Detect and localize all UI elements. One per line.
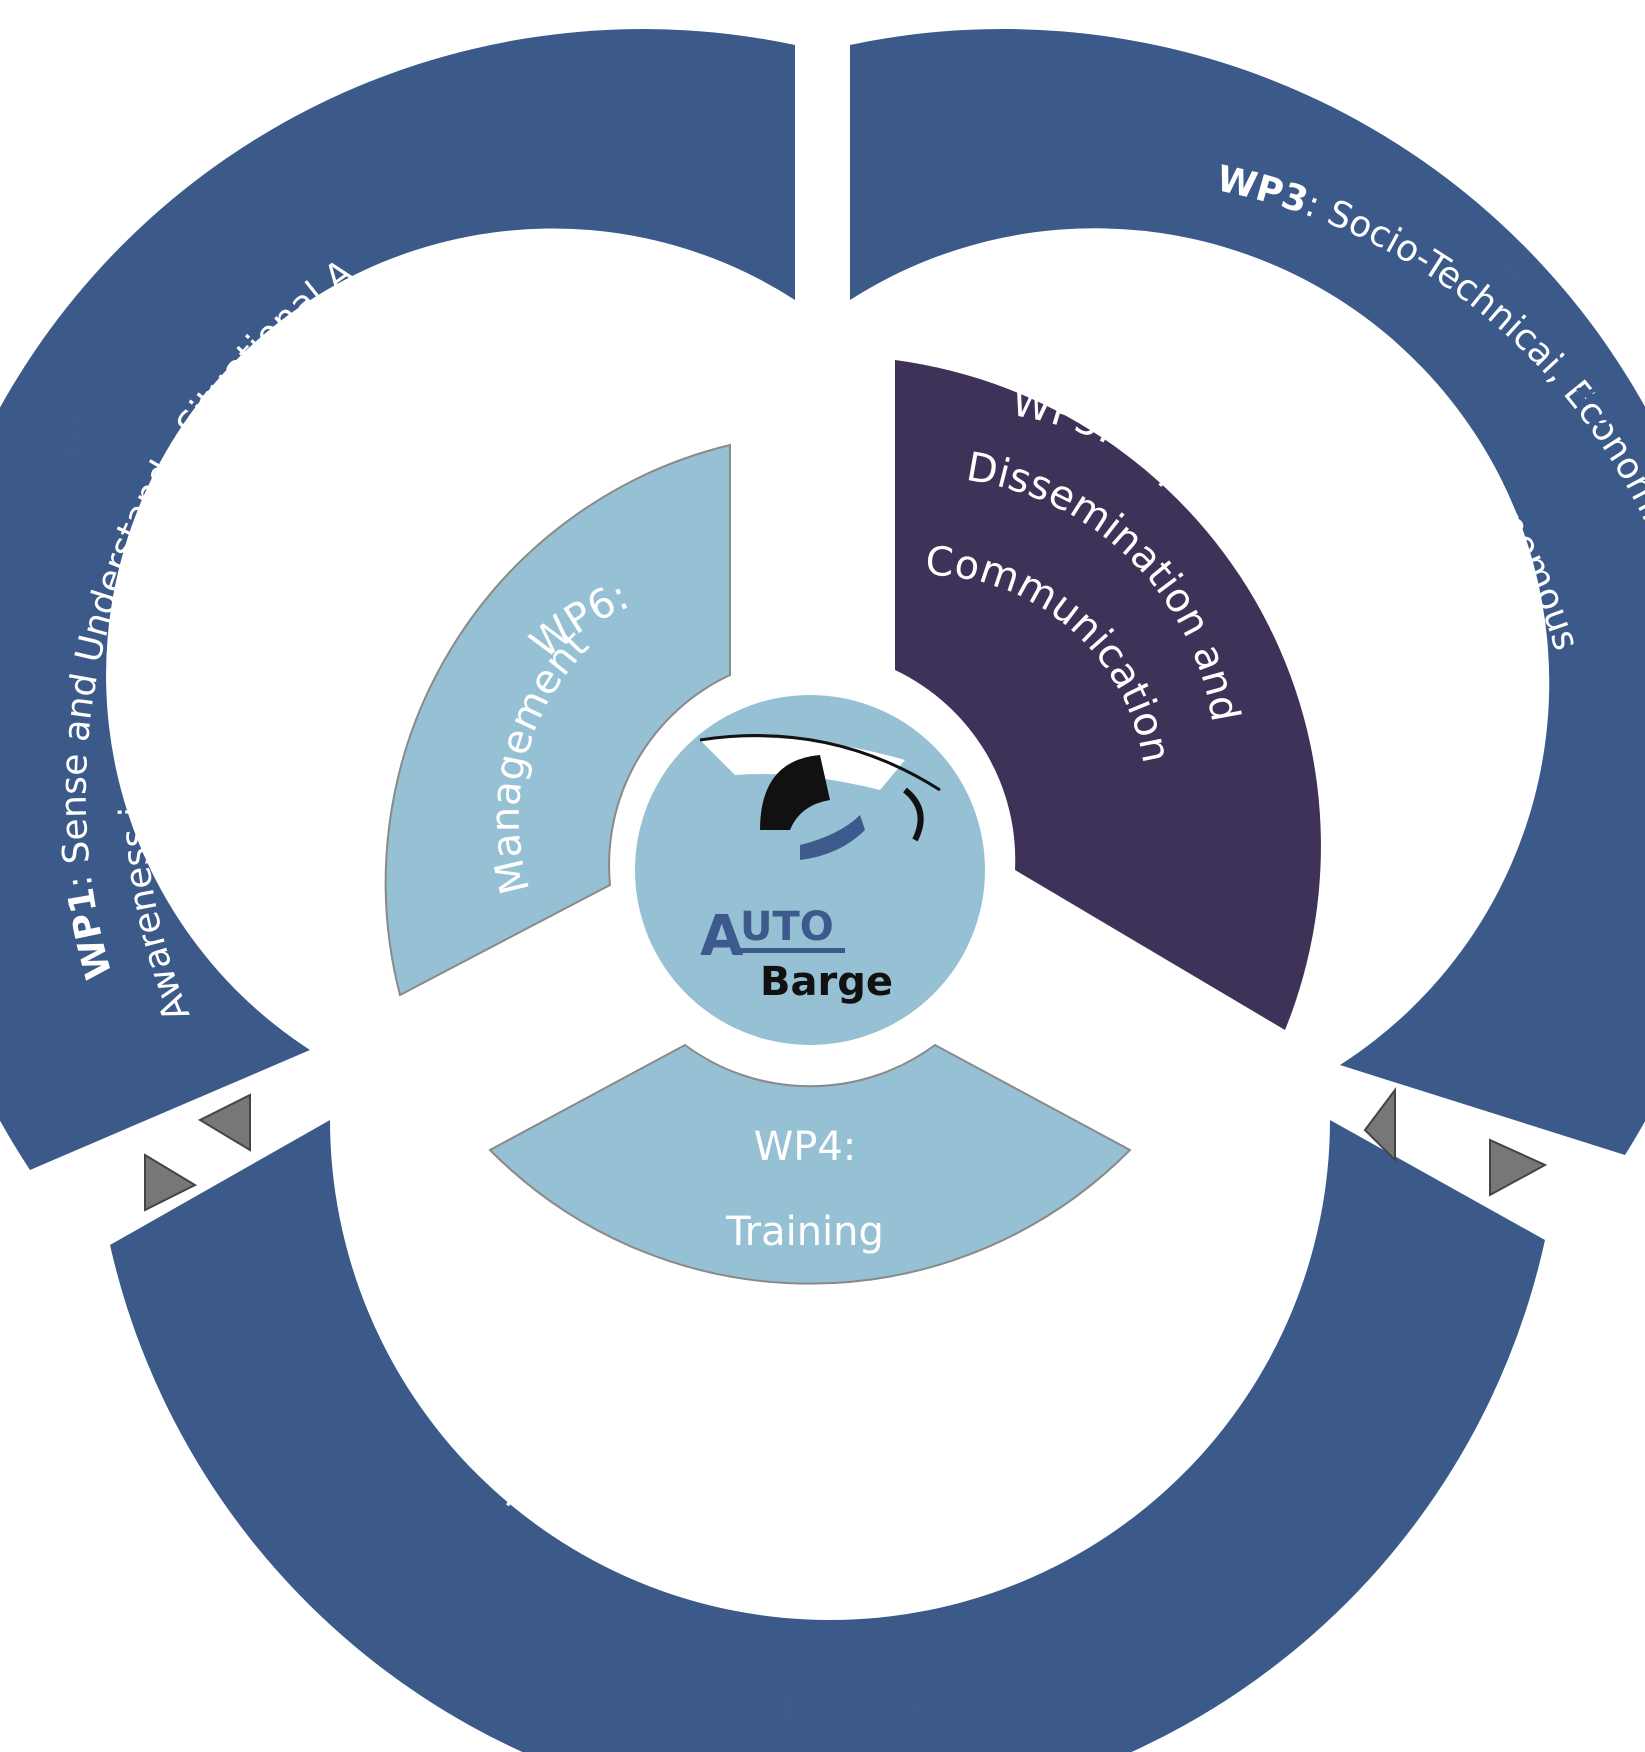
autobarge-logo: A UTO Barge [635, 695, 985, 1045]
wp5-segment [895, 360, 1321, 1030]
arrow-icon [144, 1153, 198, 1212]
arrow-icon [1489, 1138, 1548, 1197]
svg-text:Barge: Barge [760, 959, 893, 1005]
wp3-segment [850, 28, 1645, 1155]
esr-label-wp2: ESRs 5-9 [727, 1685, 922, 1736]
svg-text:UTO: UTO [740, 904, 834, 950]
flow-arrows [144, 1087, 1548, 1212]
wp1-segment [0, 29, 795, 1170]
wp4-label-line2: Training [725, 1209, 884, 1255]
arrow-icon [197, 1093, 251, 1152]
wp4-segment [488, 1043, 1132, 1285]
arrow-icon [1363, 1087, 1396, 1163]
wp4-label: WP4: [754, 1124, 857, 1170]
svg-text:A: A [700, 904, 744, 969]
barge-icon [760, 755, 830, 830]
wp6-segment [384, 443, 731, 997]
wp2-segment [110, 1120, 1545, 1752]
